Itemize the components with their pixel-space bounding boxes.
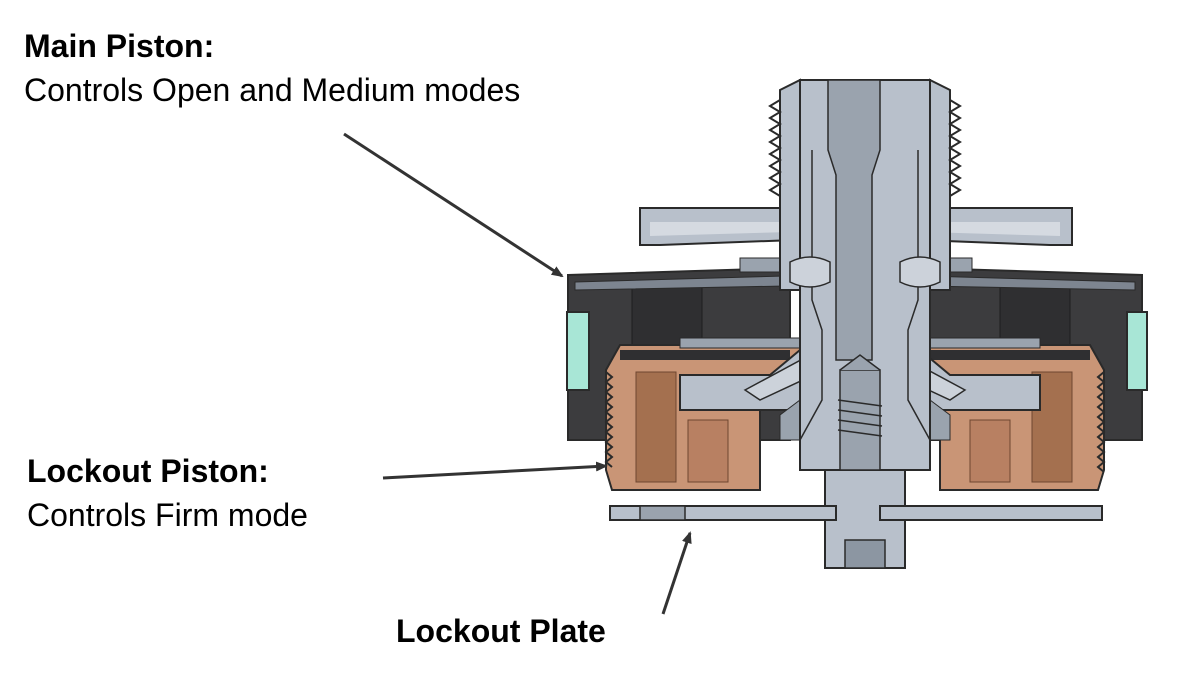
lockout-piston-description: Controls Firm mode bbox=[27, 497, 308, 533]
lockout-piston-title: Lockout Piston: bbox=[27, 453, 269, 489]
top-flange bbox=[639, 207, 1073, 273]
lockout-plate-title: Lockout Plate bbox=[396, 613, 606, 649]
lockout-plate bbox=[609, 505, 1103, 521]
center-shaft bbox=[768, 78, 962, 569]
lockout-plate-arrow bbox=[661, 531, 692, 615]
main-piston-title: Main Piston: bbox=[24, 28, 215, 64]
left-seal bbox=[566, 311, 590, 391]
right-seal bbox=[1126, 311, 1148, 391]
lockout-piston-arrow bbox=[382, 461, 608, 480]
main-piston-description: Controls Open and Medium modes bbox=[24, 72, 521, 108]
main-piston-arrow bbox=[343, 132, 564, 278]
